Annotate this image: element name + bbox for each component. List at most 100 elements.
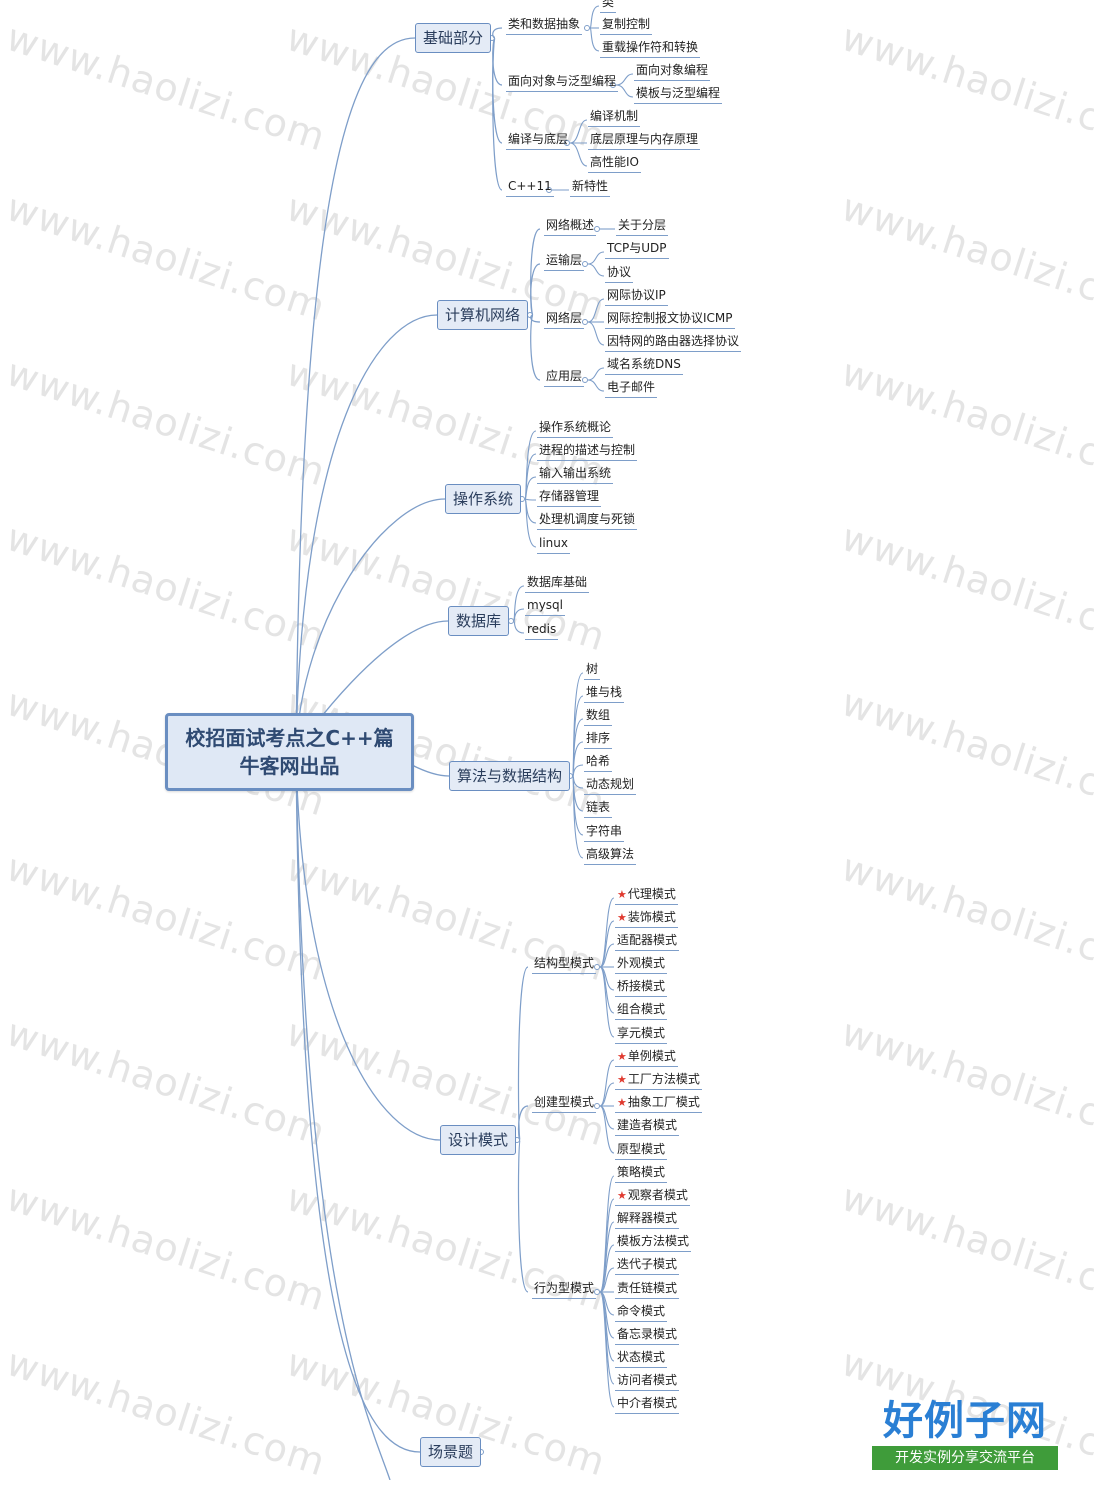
connector-line [599, 1105, 615, 1154]
leaf-algo-2[interactable]: 数组 [584, 705, 613, 726]
topic-network[interactable]: 计算机网络 [437, 300, 529, 330]
leaf-design-1-0[interactable]: ★单例模式 [615, 1046, 678, 1067]
subtopic-network-3[interactable]: 应用层 [544, 366, 585, 387]
topic-algo[interactable]: 算法与数据结构 [449, 761, 571, 791]
leaf-network-2-1[interactable]: 网际控制报文协议ICMP [605, 308, 735, 329]
topic-design-label: 设计模式 [448, 1131, 509, 1149]
leaf-design-1-1[interactable]: ★工厂方法模式 [615, 1069, 702, 1090]
leaf-design-1-2[interactable]: ★抽象工厂模式 [615, 1092, 702, 1113]
leaf-algo-1[interactable]: 堆与栈 [584, 682, 625, 703]
leaf-basics-1-1[interactable]: 模板与泛型编程 [634, 83, 723, 104]
leaf-design-2-3[interactable]: 模板方法模式 [615, 1231, 692, 1252]
leaf-network-0-0[interactable]: 关于分层 [616, 215, 669, 236]
subtopic-basics-3[interactable]: C++11 [506, 176, 554, 197]
leaf-design-2-7[interactable]: 备忘录模式 [615, 1324, 680, 1345]
leaf-design-0-6[interactable]: 享元模式 [615, 1023, 668, 1044]
leaf-basics-2-2[interactable]: 高性能IO [588, 152, 641, 173]
leaf-network-2-2[interactable]: 因特网的路由器选择协议 [605, 331, 742, 352]
connector-line [599, 897, 615, 968]
leaf-network-1-0[interactable]: TCP与UDP [605, 238, 669, 259]
subtopic-network-2-label: 网络层 [546, 311, 583, 325]
leaf-algo-3[interactable]: 排序 [584, 728, 613, 749]
connector-line [569, 142, 588, 167]
subtopic-design-1[interactable]: 创建型模式 [532, 1092, 597, 1113]
connector-line [615, 84, 634, 98]
leaf-algo-5[interactable]: 动态规划 [584, 774, 637, 795]
leaf-design-0-3[interactable]: 外观模式 [615, 953, 668, 974]
leaf-algo-7[interactable]: 字符串 [584, 821, 625, 842]
leaf-basics-3-0[interactable]: 新特性 [570, 176, 611, 197]
topic-scenario[interactable]: 场景题 [420, 1437, 482, 1467]
leaf-db-0[interactable]: 数据库基础 [525, 572, 590, 593]
connector-line [599, 943, 615, 968]
leaf-db-1[interactable]: mysql [525, 595, 565, 616]
subtopic-network-0[interactable]: 网络概述 [544, 215, 597, 236]
leaf-network-1-0-label: TCP与UDP [607, 241, 667, 255]
subtopic-network-2[interactable]: 网络层 [544, 308, 585, 329]
connector-line [524, 498, 537, 548]
leaf-design-0-1[interactable]: ★装饰模式 [615, 907, 678, 928]
leaf-algo-6[interactable]: 链表 [584, 797, 613, 818]
leaf-design-2-5[interactable]: 责任链模式 [615, 1278, 680, 1299]
leaf-algo-8[interactable]: 高级算法 [584, 844, 637, 865]
leaf-basics-2-2-label: 高性能IO [590, 155, 639, 169]
leaf-network-3-0[interactable]: 域名系统DNS [605, 354, 683, 375]
leaf-algo-0[interactable]: 树 [584, 659, 601, 680]
leaf-basics-1-0[interactable]: 面向对象编程 [634, 60, 711, 81]
leaf-os-4[interactable]: 处理机调度与死锁 [537, 509, 638, 530]
topic-db[interactable]: 数据库 [448, 606, 510, 636]
leaf-basics-0-2[interactable]: 重载操作符和转换 [600, 37, 701, 58]
connector-line [530, 263, 541, 316]
connector-line [599, 920, 615, 968]
leaf-design-0-2[interactable]: 适配器模式 [615, 930, 680, 951]
subtopic-design-2[interactable]: 行为型模式 [532, 1278, 597, 1299]
leaf-design-0-5[interactable]: 组合模式 [615, 999, 668, 1020]
leaf-db-2[interactable]: redis [525, 619, 559, 640]
leaf-network-1-1[interactable]: 协议 [605, 262, 634, 283]
leaf-network-2-0[interactable]: 网际协议IP [605, 285, 668, 306]
leaf-algo-1-label: 堆与栈 [586, 685, 623, 699]
subtopic-design-0[interactable]: 结构型模式 [532, 953, 597, 974]
collapse-dot-icon [582, 261, 588, 267]
leaf-basics-2-1[interactable]: 底层原理与内存原理 [588, 129, 701, 150]
leaf-os-0[interactable]: 操作系统概论 [537, 417, 614, 438]
leaf-design-2-2[interactable]: 解释器模式 [615, 1208, 680, 1229]
topic-network-label: 计算机网络 [445, 306, 521, 324]
leaf-design-2-8[interactable]: 状态模式 [615, 1347, 668, 1368]
leaf-algo-3-label: 排序 [586, 731, 611, 745]
connector-line [513, 620, 525, 634]
leaf-basics-0-0[interactable]: 类 [600, 0, 617, 13]
subtopic-basics-1[interactable]: 面向对象与泛型编程 [506, 71, 619, 92]
leaf-basics-0-1[interactable]: 复制控制 [600, 14, 653, 35]
leaf-design-2-0[interactable]: 策略模式 [615, 1162, 668, 1183]
star-icon: ★ [617, 1189, 627, 1202]
leaf-algo-4[interactable]: 哈希 [584, 751, 613, 772]
leaf-basics-2-0[interactable]: 编译机制 [588, 106, 641, 127]
topic-design[interactable]: 设计模式 [440, 1125, 517, 1155]
leaf-design-2-4[interactable]: 迭代子模式 [615, 1254, 680, 1275]
connector-line [587, 263, 605, 277]
connector-line [599, 966, 615, 1038]
leaf-design-2-1[interactable]: ★观察者模式 [615, 1185, 690, 1206]
leaf-design-1-3[interactable]: 建造者模式 [615, 1115, 680, 1136]
root-topic[interactable]: 校招面试考点之C++篇牛客网出品 [165, 713, 414, 791]
topic-os[interactable]: 操作系统 [445, 484, 522, 514]
leaf-os-5[interactable]: linux [537, 533, 570, 554]
leaf-os-1[interactable]: 进程的描述与控制 [537, 440, 638, 461]
subtopic-network-0-label: 网络概述 [546, 218, 595, 232]
leaf-design-2-6[interactable]: 命令模式 [615, 1301, 668, 1322]
leaf-design-0-4[interactable]: 桥接模式 [615, 976, 668, 997]
leaf-os-0-label: 操作系统概论 [539, 420, 612, 434]
subtopic-basics-2[interactable]: 编译与底层 [506, 129, 571, 150]
leaf-design-1-4[interactable]: 原型模式 [615, 1139, 668, 1160]
leaf-os-2[interactable]: 输入输出系统 [537, 463, 614, 484]
topic-basics[interactable]: 基础部分 [415, 23, 492, 53]
leaf-design-2-10[interactable]: 中介者模式 [615, 1393, 680, 1414]
leaf-os-3[interactable]: 存储器管理 [537, 486, 602, 507]
subtopic-basics-0[interactable]: 类和数据抽象 [506, 14, 583, 35]
leaf-network-3-1[interactable]: 电子邮件 [605, 377, 658, 398]
leaf-design-2-9[interactable]: 访问者模式 [615, 1370, 680, 1391]
leaf-design-0-0[interactable]: ★代理模式 [615, 884, 678, 905]
subtopic-network-1[interactable]: 运输层 [544, 250, 585, 271]
connector-line [599, 1059, 615, 1107]
